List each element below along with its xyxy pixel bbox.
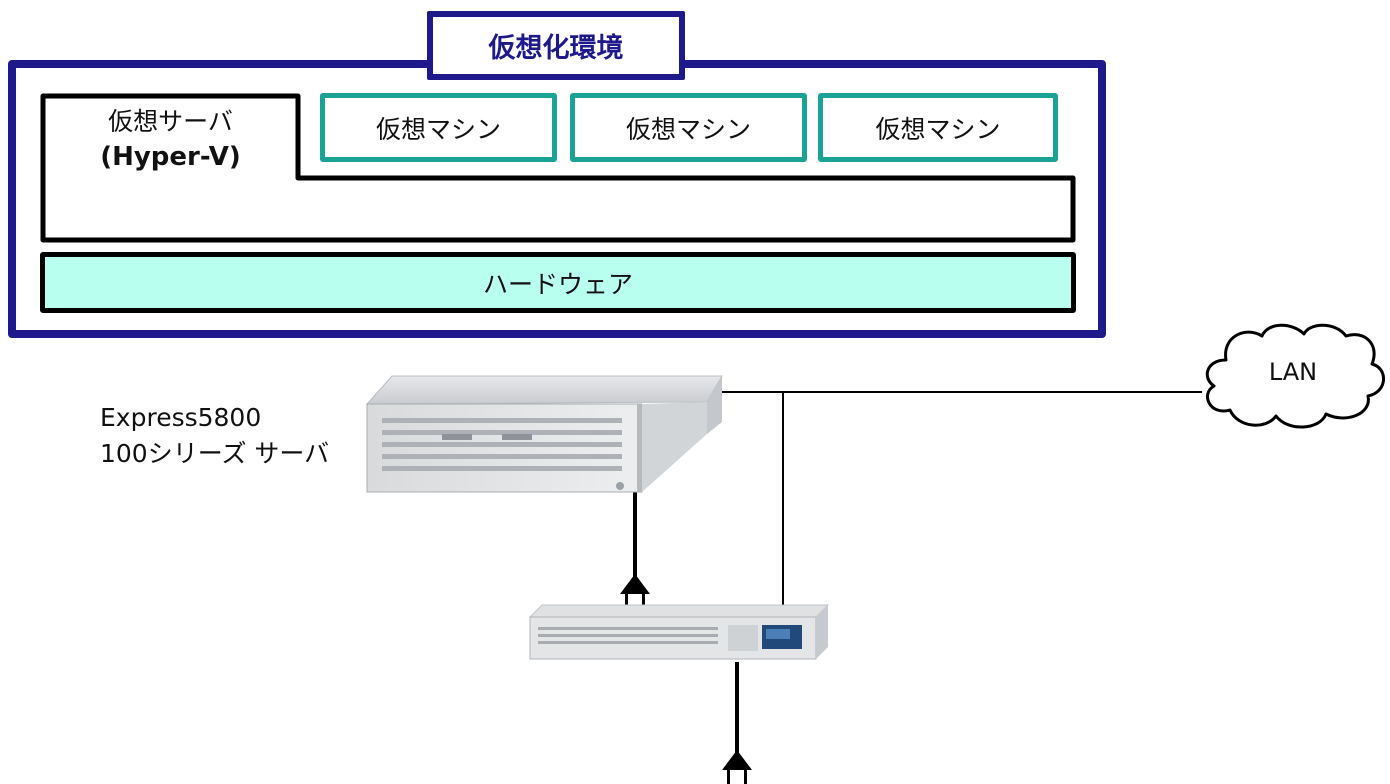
virtual-machine-box: 仮想マシン — [320, 93, 557, 162]
hardware-layer: ハードウェア — [40, 252, 1076, 313]
virtualization-environment-title: 仮想化環境 — [427, 11, 685, 80]
virtual-machine-box: 仮想マシン — [818, 93, 1058, 162]
server-series-name: 100シリーズ サーバ — [100, 439, 330, 469]
virtual-server-label: 仮想サーバ (Hyper-V) — [48, 100, 293, 180]
virtual-server-box — [40, 93, 1076, 243]
cloud-icon — [1205, 323, 1385, 429]
virtual-server-title: 仮想サーバ — [108, 107, 233, 137]
power-plug-icon — [722, 750, 752, 784]
power-plug-icon — [620, 574, 650, 606]
server-caption: Express5800 100シリーズ サーバ — [100, 400, 350, 473]
virtual-machine-box: 仮想マシン — [570, 93, 807, 162]
server-model-name: Express5800 — [100, 403, 262, 432]
lan-label: LAN — [1268, 358, 1318, 386]
ups-device-image — [528, 604, 830, 660]
virtual-server-subtitle: (Hyper-V) — [100, 142, 241, 173]
rack-server-image — [365, 375, 723, 493]
